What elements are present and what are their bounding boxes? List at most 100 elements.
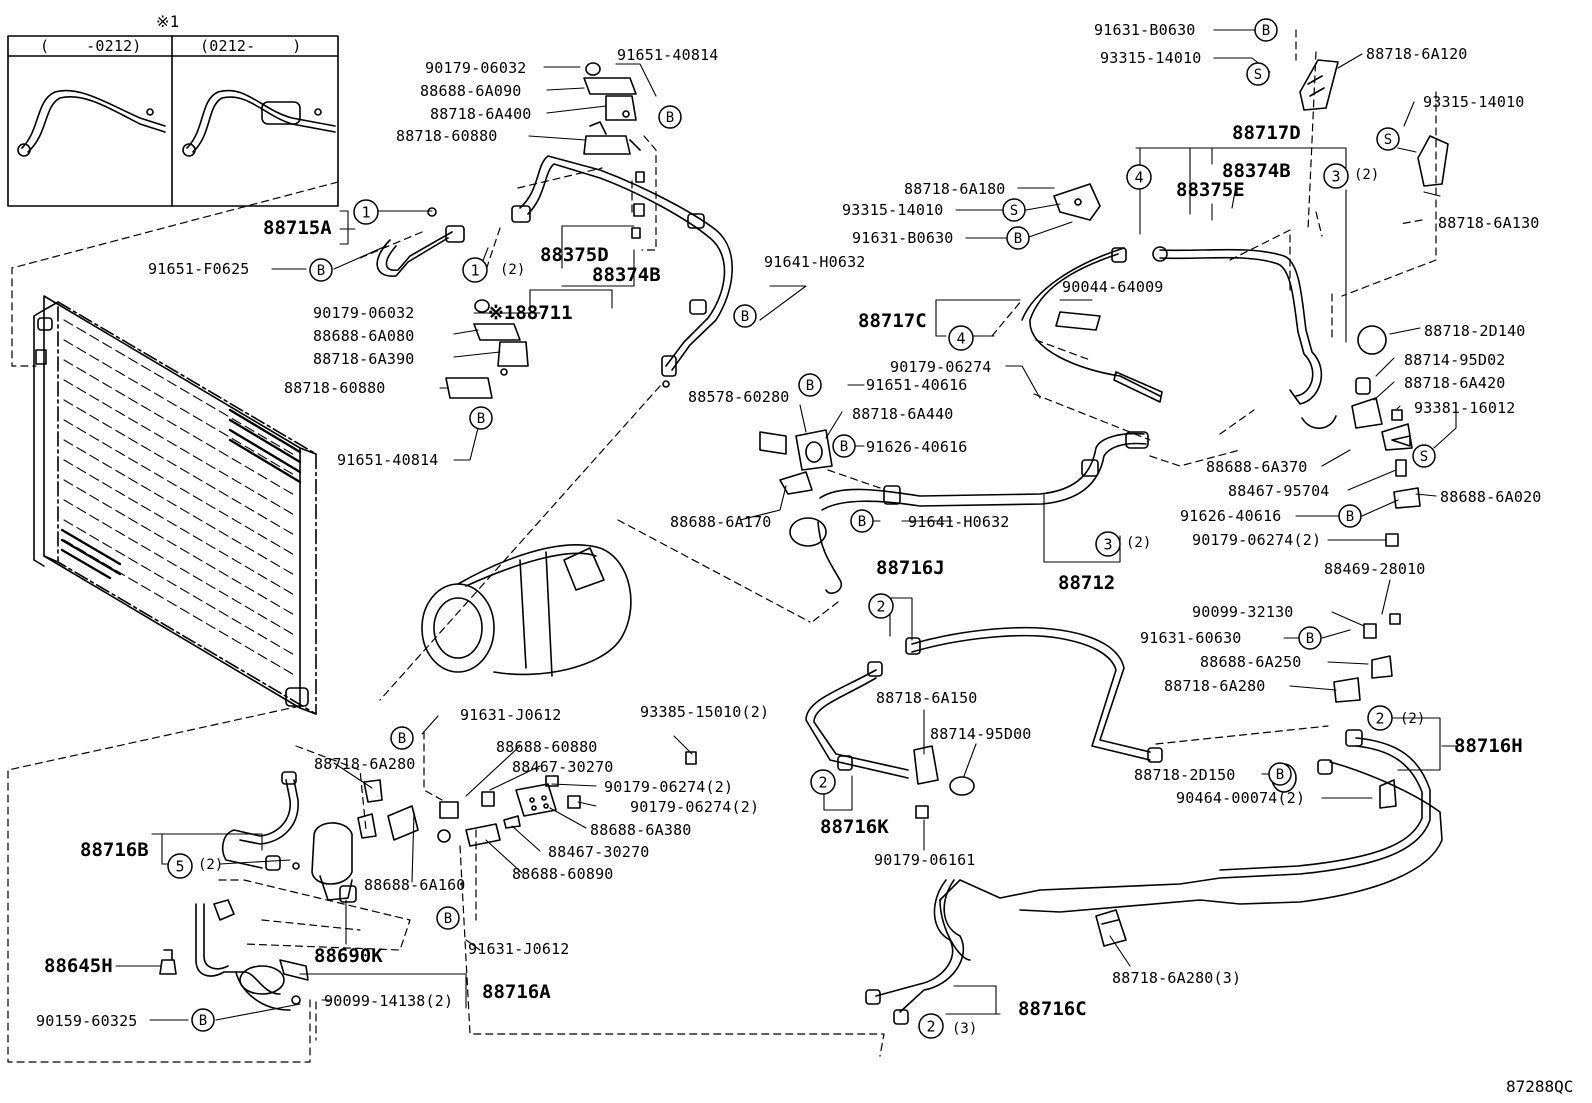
label-88716H: 88716H <box>1454 735 1523 757</box>
label-88467-30270-b: 88467-30270 <box>548 843 650 861</box>
label-90179-06274-2b: 90179-06274(2) <box>604 778 734 796</box>
label-88717D: 88717D <box>1232 122 1301 144</box>
svg-text:B: B <box>1306 631 1314 647</box>
svg-text:B: B <box>317 263 325 279</box>
label-88375E: 88375E <box>1176 179 1245 201</box>
s-symbol-1: S <box>1376 127 1400 151</box>
label-90179-06274-2: 90179-06274(2) <box>1192 531 1322 549</box>
label-93315-14010: 93315-14010 <box>1100 49 1202 67</box>
s-symbol-2: S <box>1002 198 1026 222</box>
b-symbol-9: B <box>1338 504 1362 528</box>
label-88374B: 88374B <box>592 264 661 286</box>
brackets-lower-left <box>357 751 697 847</box>
label-88716C: 88716C <box>1018 998 1087 1020</box>
svg-text:S: S <box>1254 67 1262 83</box>
clamp-6A280-3 <box>1095 909 1127 947</box>
svg-text:S: S <box>1420 449 1428 465</box>
label-91651-40814: 91651-40814 <box>617 46 719 64</box>
svg-text:B: B <box>444 911 452 927</box>
hose-88711 <box>511 155 733 388</box>
label-88716K: 88716K <box>820 816 889 838</box>
label-90179-06274: 90179-06274 <box>890 358 992 376</box>
b-symbol-3: B <box>469 406 493 430</box>
label-88712: 88712 <box>1058 572 1116 594</box>
label-91651-40814-b: 91651-40814 <box>337 451 439 469</box>
label-88718-6A180: 88718-6A180 <box>904 180 1006 198</box>
callout-5-qty: (2) <box>198 857 224 873</box>
label-93385-15010: 93385-15010(2) <box>640 703 770 721</box>
hose-88716C <box>865 879 971 1025</box>
label-91631-60630: 91631-60630 <box>1140 629 1242 647</box>
inset-right-header: (0212- ) <box>200 37 302 55</box>
callout-4: 4 <box>948 325 974 351</box>
label-91651-F0625: 91651-F0625 <box>148 260 250 278</box>
clamp-lower <box>445 299 529 399</box>
dashed-references <box>7 29 1437 1063</box>
label-88718-6A400: 88718-6A400 <box>430 105 532 123</box>
b-symbol-0: B <box>658 105 682 129</box>
svg-text:4: 4 <box>1134 168 1143 186</box>
label-91651-40616: 91651-40616 <box>866 376 968 394</box>
label-88718-6A130: 88718-6A130 <box>1438 214 1540 232</box>
callout-3b-qty: (2) <box>1126 535 1152 551</box>
b-symbol-12: B <box>390 726 414 750</box>
svg-text:5: 5 <box>175 857 184 875</box>
clamp-upper <box>583 62 645 239</box>
clamp-6A440 <box>759 429 833 495</box>
label-88467-95704: 88467-95704 <box>1228 482 1330 500</box>
label-88578-60280: 88578-60280 <box>688 388 790 406</box>
b-symbol-10: B <box>1298 626 1322 650</box>
callout-8: 2 <box>1367 705 1393 731</box>
hose-88712 <box>789 431 1149 595</box>
label-88716B: 88716B <box>80 839 149 861</box>
label-88718-6A280: 88718-6A280 <box>1164 677 1266 695</box>
bracket-6A180 <box>1053 183 1101 221</box>
svg-text:B: B <box>741 309 749 325</box>
callout-2c-qty: (2) <box>1400 711 1426 727</box>
sensor-6A150 <box>913 745 975 819</box>
callout-0: 1 <box>353 199 379 225</box>
b-symbol-4: B <box>1254 18 1278 42</box>
label-88688-6A380: 88688-6A380 <box>590 821 692 839</box>
switch-88645H <box>159 949 177 975</box>
label-88688-6A090: 88688-6A090 <box>420 82 522 100</box>
label-91631-B0630: 91631-B0630 <box>1094 21 1196 39</box>
callout-5: 3 <box>1095 531 1121 557</box>
svg-text:2: 2 <box>876 597 885 615</box>
svg-text:B: B <box>840 439 848 455</box>
label-93381-16012: 93381-16012 <box>1414 399 1516 417</box>
label-88718-6A150: 88718-6A150 <box>876 689 978 707</box>
hose-88717 <box>1021 246 1337 430</box>
callout-3: 3 <box>1323 163 1349 189</box>
label-88375D: 88375D <box>540 244 609 266</box>
hose-88716A <box>195 899 309 1011</box>
label-91626-40616-b: 91626-40616 <box>1180 507 1282 525</box>
label-93315-14010-b: 93315-14010 <box>1423 93 1525 111</box>
svg-text:2: 2 <box>818 773 827 791</box>
svg-text:B: B <box>199 1013 207 1029</box>
label-90179-06161: 90179-06161 <box>874 851 976 869</box>
condenser <box>33 295 317 715</box>
b-symbol-1: B <box>309 258 333 282</box>
s-symbol-3: S <box>1412 444 1436 468</box>
svg-text:B: B <box>806 378 814 394</box>
label-93315-14010-c: 93315-14010 <box>842 201 944 219</box>
bracket-6A130 <box>1417 135 1449 187</box>
label-90159-60325: 90159-60325 <box>36 1012 138 1030</box>
svg-text:3: 3 <box>1331 167 1340 185</box>
label-88718-6A120: 88718-6A120 <box>1366 45 1468 63</box>
label-91631-J0612: 91631-J0612 <box>460 706 562 724</box>
hose-88715A <box>376 207 465 277</box>
b-symbol-8: B <box>850 509 874 533</box>
svg-text:1: 1 <box>361 203 370 221</box>
hose-88716J <box>905 626 1163 763</box>
label-88718-6A420: 88718-6A420 <box>1404 374 1506 392</box>
inset-mark: ※1 <box>156 12 180 31</box>
label-88688-6A020: 88688-6A020 <box>1440 488 1542 506</box>
callout-10: 2 <box>918 1013 944 1039</box>
svg-text:B: B <box>666 110 674 126</box>
svg-text:2: 2 <box>1375 709 1384 727</box>
b-symbol-2: B <box>733 304 757 328</box>
label-88688-60880: 88688-60880 <box>496 738 598 756</box>
